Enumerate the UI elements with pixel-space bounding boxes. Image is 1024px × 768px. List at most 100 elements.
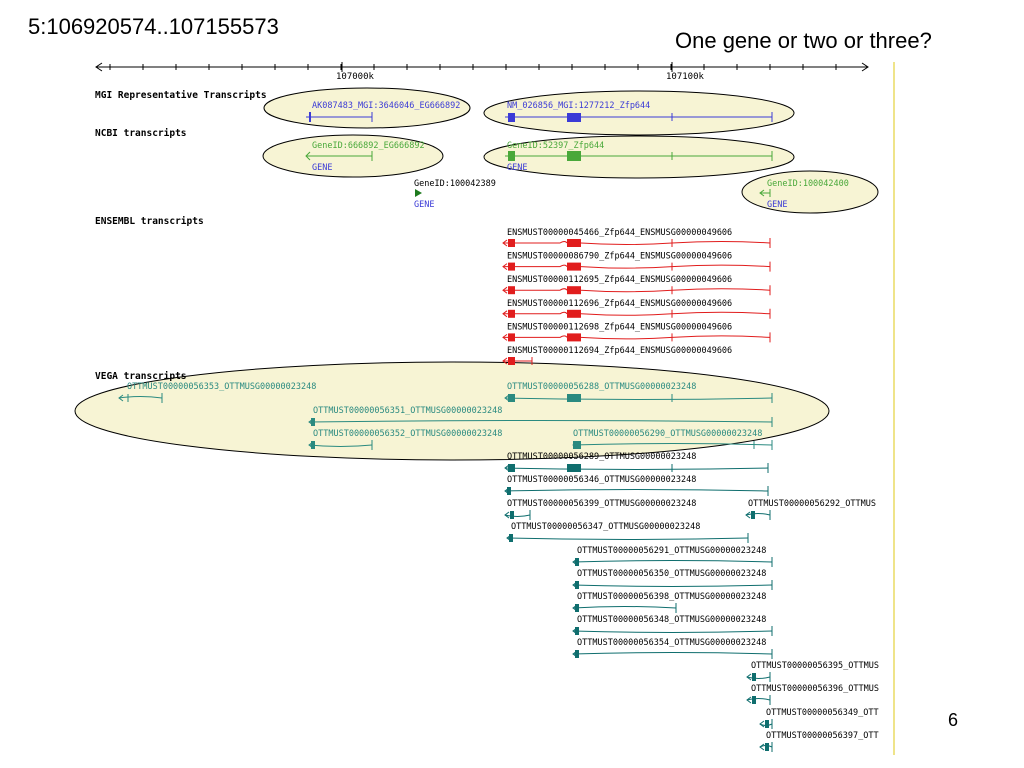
exon-block (575, 581, 579, 589)
ensembl-track[interactable]: ENSMUST00000045466_Zfp644_ENSMUSG0000004… (502, 228, 771, 248)
highlight-ellipse (74, 361, 830, 461)
track-label: OTTMUST00000056398_OTTMUSG00000023248 (577, 592, 766, 602)
vega-track[interactable]: OTTMUST00000056289_OTTMUSG00000023248 (504, 452, 769, 473)
intron-line (572, 584, 773, 587)
track-label: ENSMUST00000112696_Zfp644_ENSMUSG0000004… (507, 299, 732, 309)
ncbi-track[interactable]: GeneID:100042389 GENE (414, 179, 496, 210)
vega-track[interactable]: OTTMUST00000056346_OTTMUSG00000023248 (504, 475, 769, 496)
vega-track[interactable]: OTTMUST00000056292_OTTMUS (745, 499, 876, 520)
intron-line (745, 513, 771, 516)
slide-title: 5:106920574..107155573 (28, 14, 279, 39)
track-label: OTTMUST00000056352_OTTMUSG00000023248 (313, 429, 502, 439)
gene-type-label: GENE (414, 200, 434, 210)
vega-track[interactable]: OTTMUST00000056398_OTTMUSG00000023248 (572, 592, 766, 613)
mgi-track[interactable]: NM_026856_MGI:1277212_Zfp644 (505, 101, 773, 122)
vega-track[interactable]: OTTMUST00000056351_OTTMUSG00000023248 (308, 406, 773, 427)
section-heading-ncbi: NCBI transcripts (95, 128, 187, 139)
intron-line (506, 537, 749, 540)
intron-line (503, 311, 771, 316)
vega-track[interactable]: OTTMUST00000056348_OTTMUSG00000023248 (572, 615, 773, 636)
ensembl-track[interactable]: ENSMUST00000086790_Zfp644_ENSMUSG0000004… (502, 252, 771, 272)
intron-line (118, 396, 163, 399)
track-label: NM_026856_MGI:1277212_Zfp644 (507, 101, 650, 111)
ncbi-track[interactable]: GeneID:100042400 GENE (759, 179, 849, 210)
exon-block (567, 394, 581, 402)
vega-track[interactable]: OTTMUST00000056352_OTTMUSG00000023248 (308, 429, 502, 450)
vega-track[interactable]: OTTMUST00000056291_OTTMUSG00000023248 (572, 546, 773, 567)
track-label: OTTMUST00000056350_OTTMUSG00000023248 (577, 569, 766, 579)
ensembl-track[interactable]: ENSMUST00000112695_Zfp644_ENSMUSG0000004… (502, 275, 771, 296)
track-label: OTTMUST00000056354_OTTMUSG00000023248 (577, 638, 766, 648)
exon-block (765, 720, 769, 728)
track-label: OTTMUST00000056396_OTTMUS (751, 684, 879, 694)
mgi-track[interactable]: AK087483_MGI:3646046_EG666892 (306, 101, 460, 122)
vega-track[interactable]: OTTMUST00000056349_OTT (759, 708, 879, 729)
exon-block (567, 309, 581, 318)
ncbi-track[interactable]: GeneID:52397_Zfp644 GENE (505, 141, 773, 173)
exon-block (509, 534, 513, 542)
track-label: OTTMUST00000056288_OTTMUSG00000023248 (507, 382, 696, 392)
track-label: OTTMUST00000056353_OTTMUSG00000023248 (127, 382, 316, 392)
track-label: ENSMUST00000086790_Zfp644_ENSMUSG0000004… (507, 252, 732, 262)
intron-line (572, 630, 773, 633)
ncbi-track[interactable]: GeneID:666892_EG666892 GENE (305, 141, 425, 173)
exon-block (510, 511, 514, 519)
vega-track[interactable]: OTTMUST00000056290_OTTMUSG00000023248 (572, 429, 773, 450)
intron-line (746, 698, 771, 701)
exon-block (567, 464, 581, 472)
exon-block (752, 696, 756, 704)
exon-block (765, 743, 769, 751)
track-label: OTTMUST00000056346_OTTMUSG00000023248 (507, 475, 696, 485)
ensembl-track[interactable]: ENSMUST00000112694_Zfp644_ENSMUSG0000004… (502, 346, 732, 365)
vega-track[interactable]: OTTMUST00000056350_OTTMUSG00000023248 (572, 569, 773, 590)
intron-line (572, 560, 773, 563)
track-label: OTTMUST00000056399_OTTMUSG00000023248 (507, 499, 696, 509)
exon-block (567, 333, 581, 342)
vega-track[interactable]: OTTMUST00000056353_OTTMUSG00000023248 (118, 382, 316, 403)
intron-line (746, 676, 771, 679)
exon-block (567, 262, 581, 271)
track-label: ENSMUST00000112698_Zfp644_ENSMUSG0000004… (507, 322, 732, 332)
vega-track[interactable]: OTTMUST00000056288_OTTMUSG00000023248 (504, 382, 773, 403)
intron-line (572, 652, 773, 655)
vega-track[interactable]: OTTMUST00000056395_OTTMUS (746, 661, 879, 682)
ensembl-track[interactable]: ENSMUST00000112698_Zfp644_ENSMUSG0000004… (502, 322, 771, 343)
track-label: OTTMUST00000056347_OTTMUSG00000023248 (511, 522, 700, 532)
exon-block (752, 673, 756, 681)
track-label: GeneID:100042389 (414, 179, 496, 189)
intron-line (572, 606, 677, 609)
vega-track[interactable]: OTTMUST00000056347_OTTMUSG00000023248 (506, 522, 749, 543)
vega-track[interactable]: OTTMUST00000056354_OTTMUSG00000023248 (572, 638, 773, 659)
track-label: GeneID:666892_EG666892 (312, 141, 425, 151)
exon-block (508, 394, 515, 402)
exon-block (508, 286, 515, 295)
intron-line (503, 241, 771, 245)
track-label: OTTMUST00000056289_OTTMUSG00000023248 (507, 452, 696, 462)
track-label: OTTMUST00000056348_OTTMUSG00000023248 (577, 615, 766, 625)
ensembl-track[interactable]: ENSMUST00000112696_Zfp644_ENSMUSG0000004… (502, 299, 771, 319)
vega-track[interactable]: OTTMUST00000056396_OTTMUS (746, 684, 879, 705)
track-label: OTTMUST00000056290_OTTMUSG00000023248 (573, 429, 762, 439)
exon-block (575, 627, 579, 635)
exon-block (751, 511, 755, 519)
exon-block (311, 418, 315, 426)
exon-block (508, 239, 515, 247)
intron-line (308, 420, 773, 423)
intron-line (503, 335, 771, 340)
vega-track[interactable]: OTTMUST00000056397_OTT (759, 731, 879, 752)
exon-block (508, 357, 515, 365)
exon-block (508, 464, 515, 472)
intron-line (504, 467, 769, 470)
exon-block (567, 286, 581, 295)
ensembl-track-group: ENSMUST00000045466_Zfp644_ENSMUSG0000004… (502, 228, 771, 365)
track-label: OTTMUST00000056291_OTTMUSG00000023248 (577, 546, 766, 556)
vega-track[interactable]: OTTMUST00000056399_OTTMUSG00000023248 (504, 499, 696, 520)
track-label: ENSMUST00000112695_Zfp644_ENSMUSG0000004… (507, 275, 732, 285)
slide-number: 6 (948, 710, 959, 730)
section-heading-vega: VEGA transcripts (95, 371, 187, 382)
slide-question: One gene or two or three? (675, 28, 932, 53)
intron-line (503, 288, 771, 293)
track-label: GeneID:52397_Zfp644 (507, 141, 604, 151)
track-label: OTTMUST00000056349_OTT (766, 708, 879, 718)
